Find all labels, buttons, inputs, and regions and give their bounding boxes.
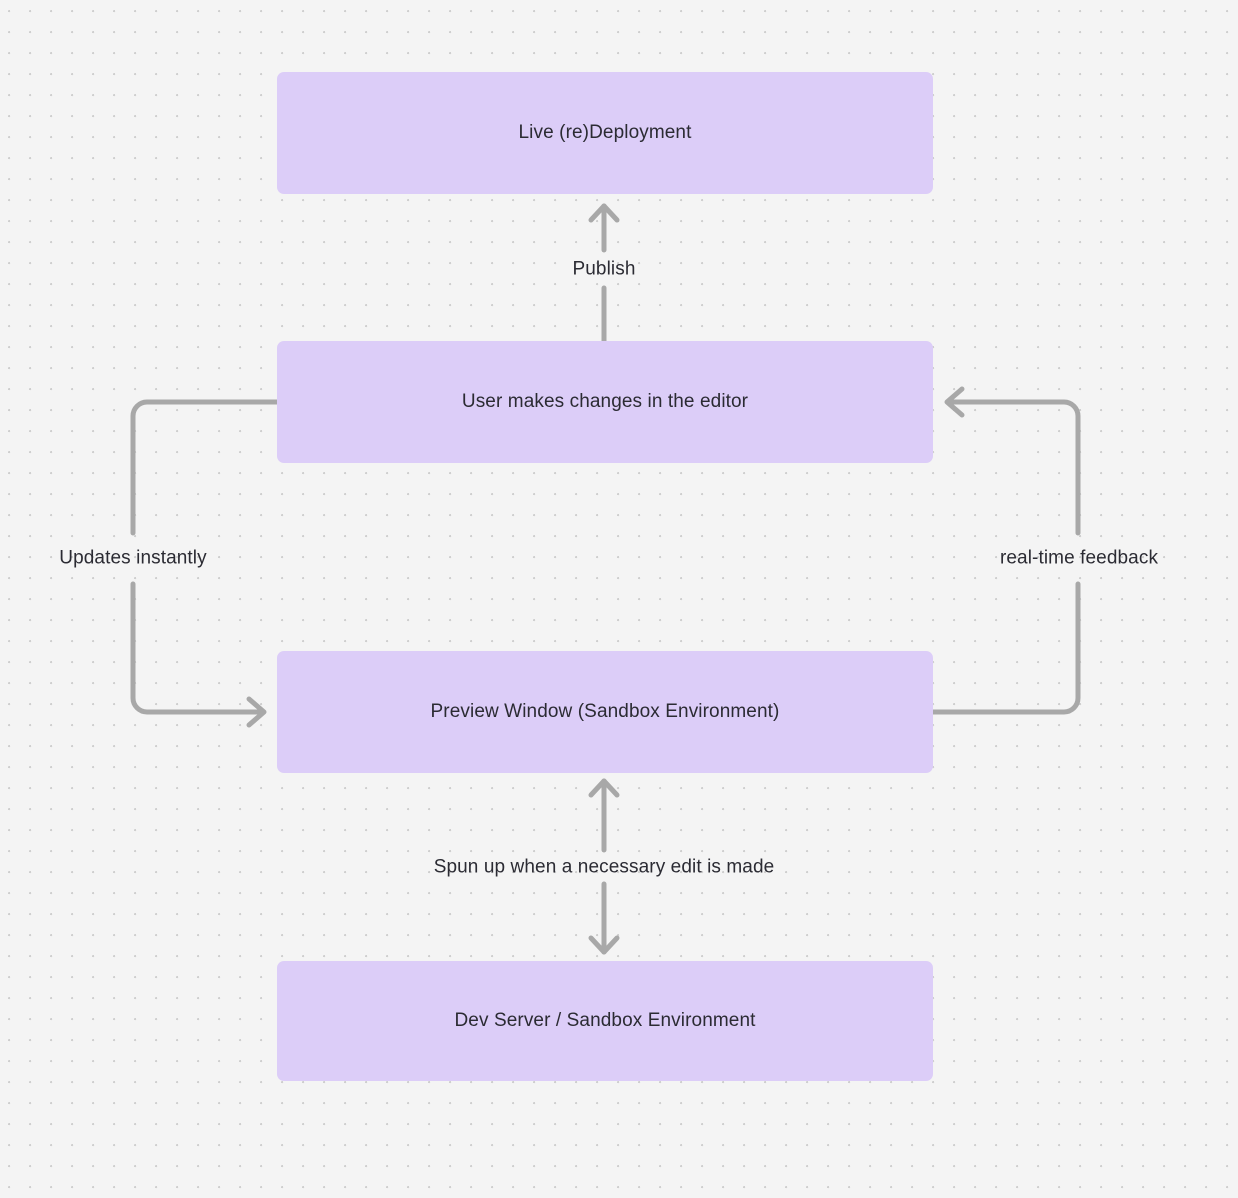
node-live-deployment[interactable]: Live (re)Deployment xyxy=(277,72,933,194)
edge-label-real-time-feedback: real-time feedback xyxy=(999,547,1159,569)
node-user-edits-label: User makes changes in the editor xyxy=(461,390,749,412)
node-user-edits[interactable]: User makes changes in the editor xyxy=(277,341,933,463)
node-dev-server[interactable]: Dev Server / Sandbox Environment xyxy=(277,961,933,1081)
edge-label-publish: Publish xyxy=(572,258,636,280)
edge-label-spun-up: Spun up when a necessary edit is made xyxy=(433,856,775,878)
node-preview-window-label: Preview Window (Sandbox Environment) xyxy=(430,700,780,722)
edge-label-updates-instantly: Updates instantly xyxy=(59,547,207,569)
node-preview-window[interactable]: Preview Window (Sandbox Environment) xyxy=(277,651,933,773)
node-dev-server-label: Dev Server / Sandbox Environment xyxy=(454,1009,756,1031)
node-live-deployment-label: Live (re)Deployment xyxy=(518,121,692,143)
